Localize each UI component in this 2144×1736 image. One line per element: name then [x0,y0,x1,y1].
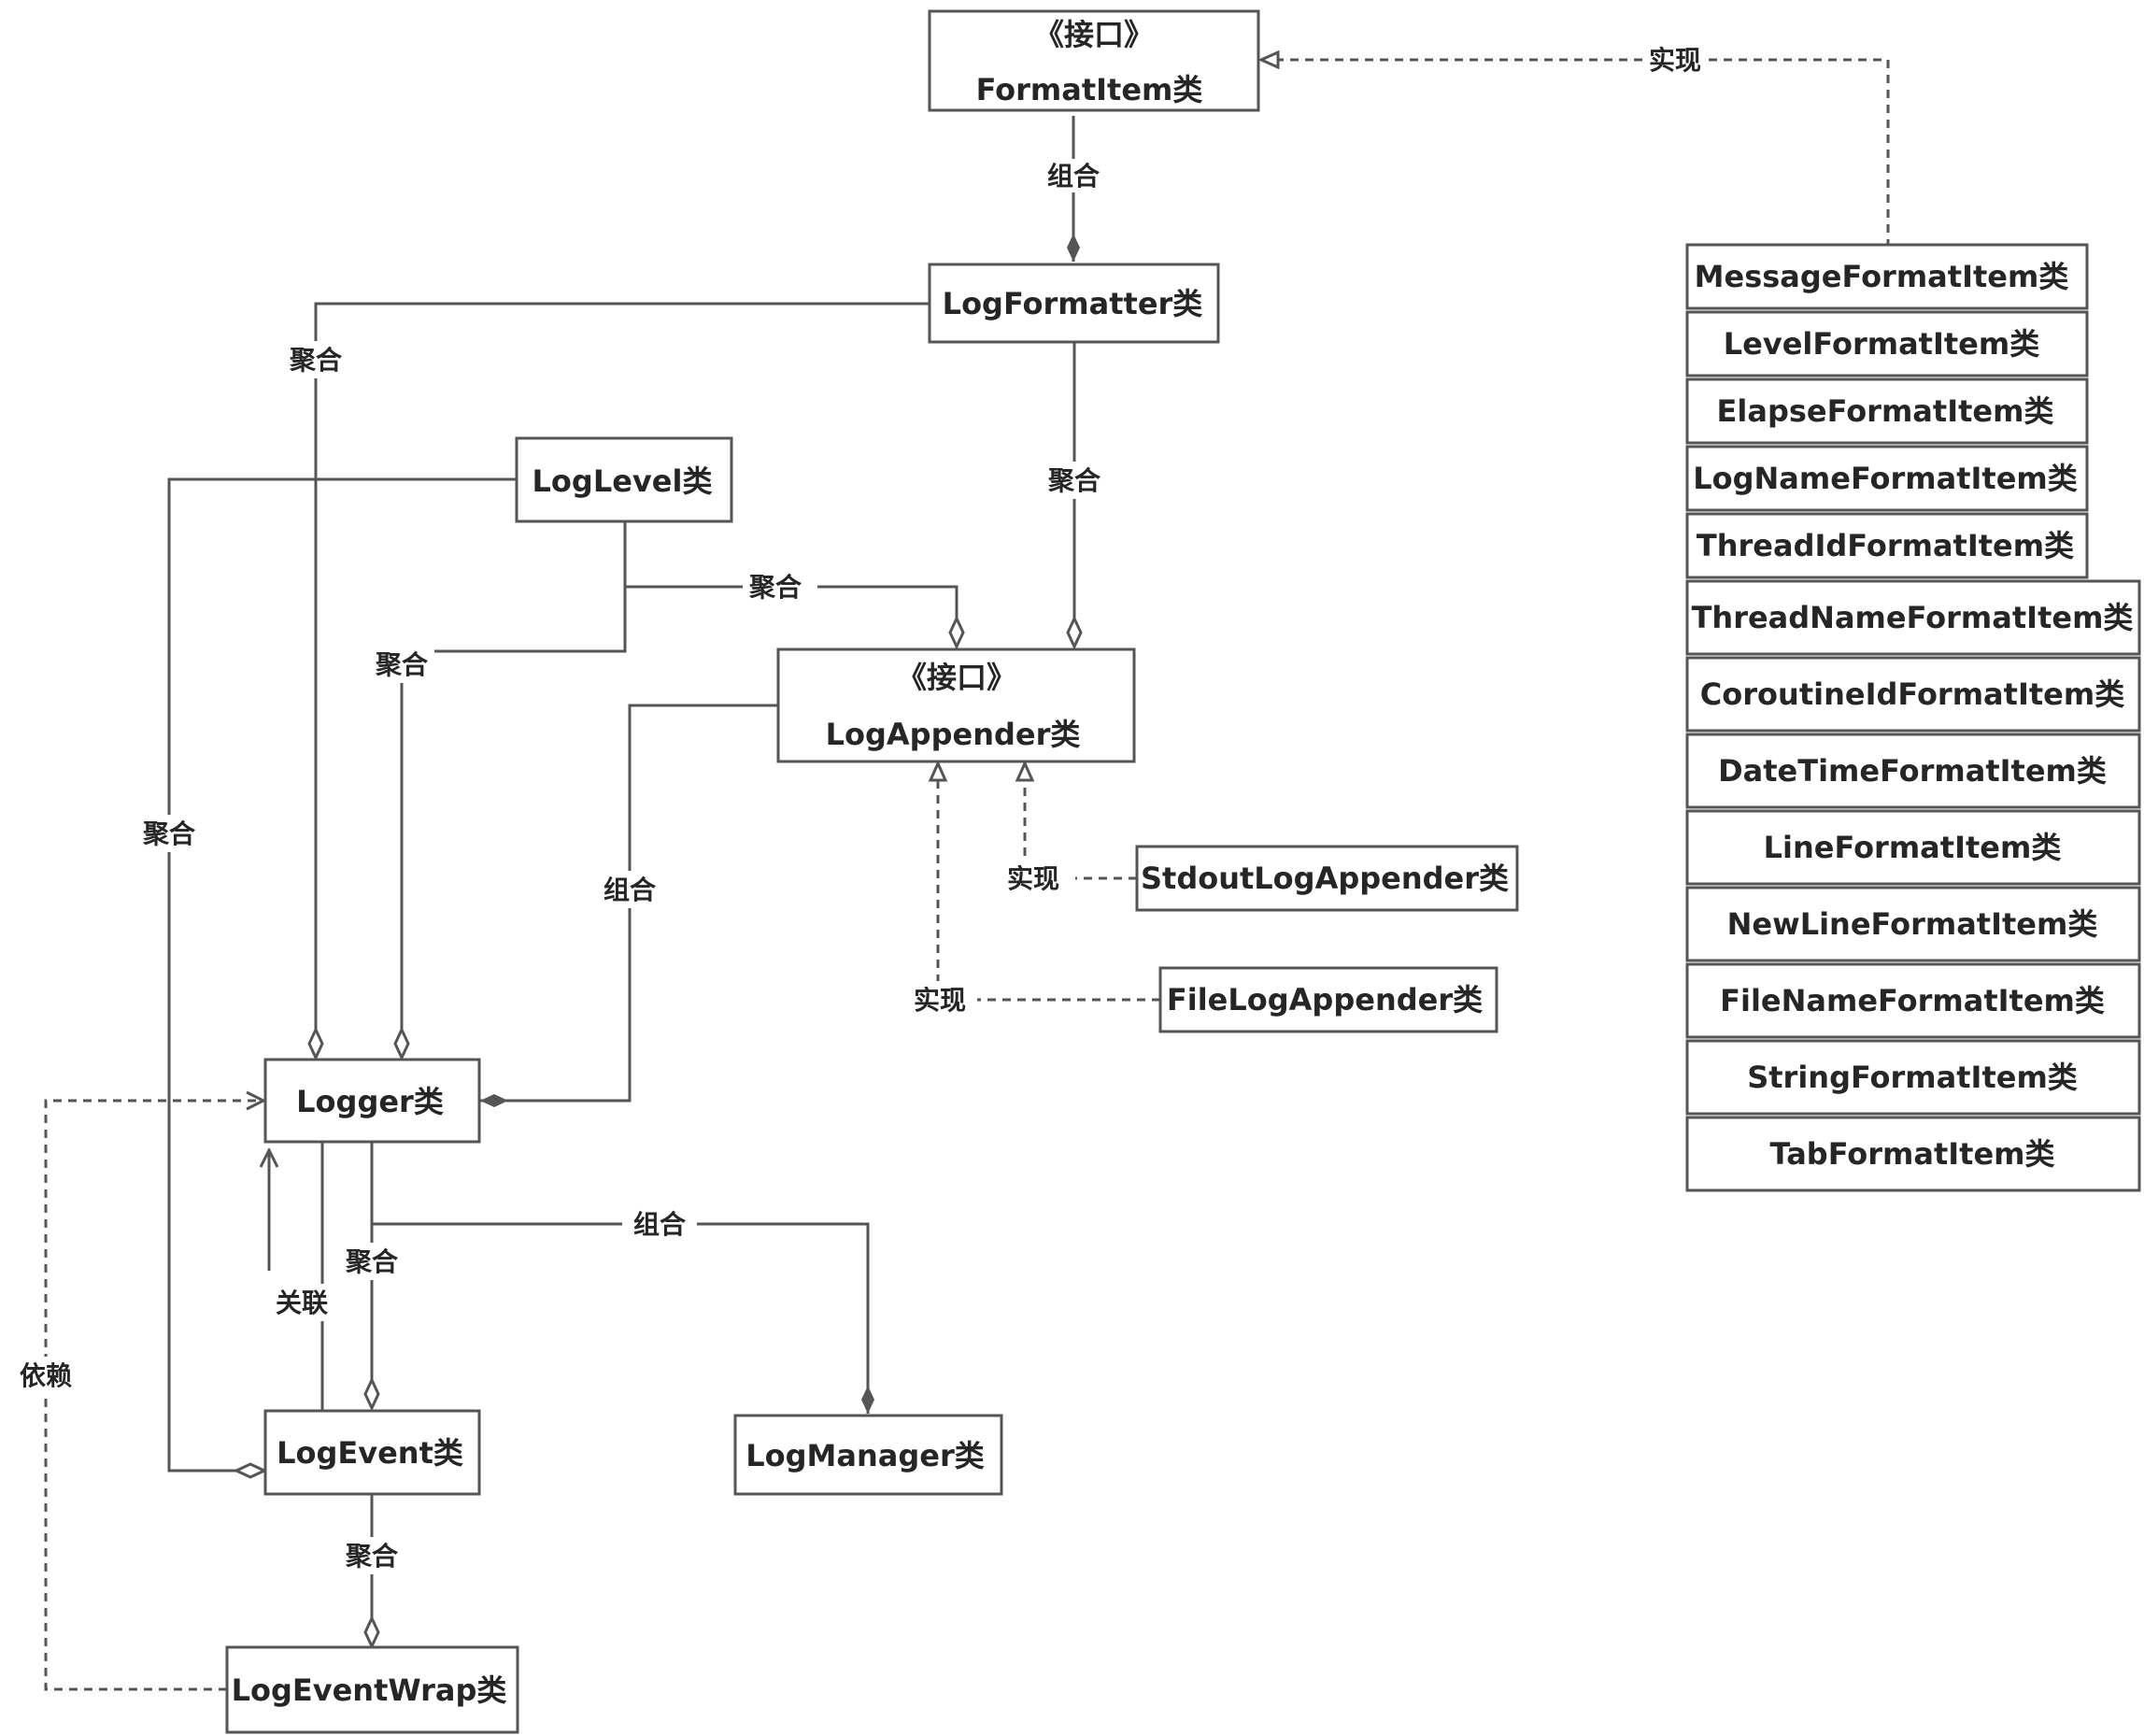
edge-label-logger-event: 聚合 [339,1243,405,1280]
class-stdoutlogappender[interactable]: StdoutLogAppender类 [1135,845,1519,912]
class-format-item[interactable]: DateTimeFormatItem类 [1685,733,2141,809]
class-name: LogNameFormatItem类 [1693,461,2078,496]
svg-text:聚合: 聚合 [289,345,343,376]
class-name: ThreadIdFormatItem类 [1697,528,2074,563]
class-formatitem[interactable]: 《接口》 FormatItem类 [928,9,1260,112]
class-name: DateTimeFormatItem类 [1718,753,2107,789]
class-name: LogLevel类 [532,463,713,499]
class-name: ThreadNameFormatItem类 [1692,600,2134,635]
edge-label-appender-logger: 组合 [597,871,662,908]
class-name: LevelFormatItem类 [1724,326,2039,362]
class-name: LogManager类 [745,1438,985,1473]
edge-impl-formatitems: 实现 [1261,43,1890,248]
class-format-item[interactable]: ThreadIdFormatItem类 [1685,512,2089,579]
edge-label-event-wrap: 聚合 [339,1537,405,1574]
class-format-item[interactable]: LineFormatItem类 [1685,809,2141,886]
class-format-item[interactable]: StringFormatItem类 [1685,1039,2141,1116]
svg-text:聚合: 聚合 [345,1246,399,1277]
edge-wrap-logger: 依赖 [13,1101,263,1691]
class-format-item[interactable]: CoroutineIdFormatItem类 [1685,656,2141,733]
edge-impl-stdout: 实现 [1001,763,1137,897]
class-name: LogAppender类 [826,717,1081,752]
edge-appender-logger: 组合 [480,704,778,1107]
class-name: MessageFormatItem类 [1695,259,2069,294]
class-logappender[interactable]: 《接口》 LogAppender类 [776,647,1136,763]
class-logevent[interactable]: LogEvent类 [263,1409,481,1496]
class-name: LogEventWrap类 [232,1672,507,1708]
edge-impl-file: 实现 [902,763,1160,1018]
class-name: LogFormatter类 [943,286,1203,321]
svg-text:实现: 实现 [1649,45,1701,76]
class-name: NewLineFormatItem类 [1727,906,2098,942]
class-format-item[interactable]: NewLineFormatItem类 [1685,886,2141,962]
class-format-item[interactable]: ThreadNameFormatItem类 [1685,579,2141,656]
class-format-item[interactable]: LevelFormatItem类 [1685,310,2089,377]
edge-formatter-logger: 聚合 [283,302,930,1058]
class-name: LineFormatItem类 [1764,830,2062,865]
svg-text:依赖: 依赖 [20,1360,72,1391]
edge-event-logger: 关联 [267,1142,336,1411]
edge-label-level-event: 聚合 [136,815,202,852]
class-name: ElapseFormatItem类 [1717,393,2054,429]
class-format-item[interactable]: LogNameFormatItem类 [1685,445,2089,512]
svg-text:聚合: 聚合 [375,649,429,680]
edge-label-wrap-logger: 依赖 [13,1357,78,1394]
class-name: CoroutineIdFormatItem类 [1700,676,2124,712]
svg-text:聚合: 聚合 [748,572,802,603]
svg-text:聚合: 聚合 [1047,465,1101,496]
class-format-item[interactable]: MessageFormatItem类 [1685,243,2089,310]
edge-level-appender: 聚合 [625,568,957,647]
class-format-item[interactable]: ElapseFormatItem类 [1685,377,2089,445]
class-name: FileLogAppender类 [1167,982,1483,1017]
svg-text:实现: 实现 [914,985,966,1016]
svg-text:实现: 实现 [1007,863,1059,894]
class-stereotype: 《接口》 [897,660,1016,695]
class-logformatter[interactable]: LogFormatter类 [928,263,1220,344]
svg-text:组合: 组合 [603,875,657,905]
class-name: StringFormatItem类 [1747,1060,2078,1095]
edge-logger-manager: 组合 [370,1142,874,1414]
edge-formatitem-formatter: 组合 [1041,116,1106,262]
svg-text:组合: 组合 [633,1209,687,1240]
svg-text:关联: 关联 [276,1288,328,1318]
class-logger[interactable]: Logger类 [263,1058,481,1144]
svg-text:聚合: 聚合 [142,818,196,849]
edge-formatter-appender: 聚合 [1042,343,1107,647]
edge-level-event: 聚合 [136,477,517,1471]
edge-label-formatter-logger: 聚合 [283,341,348,378]
edge-label-formatitem-formatter: 组合 [1041,159,1106,192]
edge-label-event-logger: 关联 [267,1284,336,1321]
class-name: TabFormatItem类 [1769,1136,2054,1172]
class-filelogappender[interactable]: FileLogAppender类 [1158,966,1498,1033]
edge-level-logger: 聚合 [369,522,627,1058]
class-stereotype: 《接口》 [1034,17,1154,52]
edge-label-impl-stdout: 实现 [1001,860,1075,897]
class-name: FileNameFormatItem类 [1720,983,2105,1018]
class-logeventwrap[interactable]: LogEventWrap类 [225,1645,519,1734]
class-logmanager[interactable]: LogManager类 [733,1414,1003,1496]
svg-text:组合: 组合 [1047,161,1100,192]
class-format-item[interactable]: FileNameFormatItem类 [1685,962,2141,1039]
class-format-item[interactable]: TabFormatItem类 [1685,1116,2141,1192]
svg-text:聚合: 聚合 [345,1541,399,1572]
class-name: FormatItem类 [976,72,1203,107]
edge-label-logger-manager: 组合 [622,1205,697,1243]
edge-label-impl-file: 实现 [902,981,977,1018]
edge-label-level-logger: 聚合 [369,646,434,683]
edge-label-level-appender: 聚合 [743,568,817,605]
class-name: Logger类 [296,1084,444,1119]
edge-label-formatter-appender: 聚合 [1042,462,1107,499]
format-item-stack: MessageFormatItem类 LevelFormatItem类 Elap… [1685,243,2141,1192]
class-name: StdoutLogAppender类 [1141,861,1509,896]
edge-event-wrap: 聚合 [339,1495,405,1646]
class-loglevel[interactable]: LogLevel类 [515,436,733,523]
class-name: LogEvent类 [277,1435,463,1471]
edge-label-impl-formatitems: 实现 [1642,43,1708,77]
